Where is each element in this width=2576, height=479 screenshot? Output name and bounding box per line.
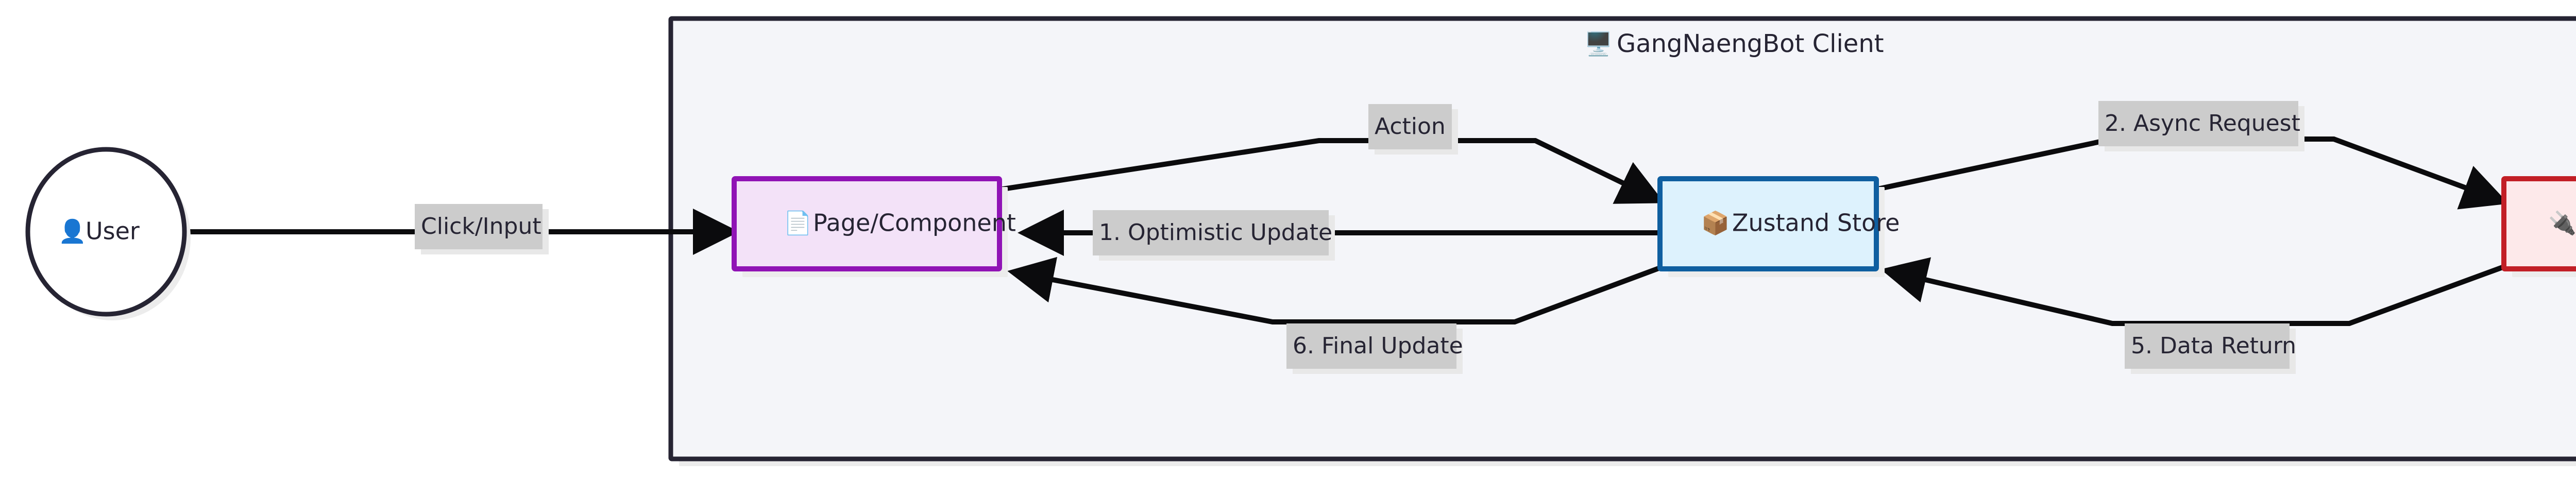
document-icon: 📄 bbox=[784, 210, 812, 236]
edge-label-async-request-text: 2. Async Request bbox=[2105, 110, 2300, 136]
node-page-component-shape[interactable] bbox=[732, 176, 1002, 271]
edge-label-action-text: Action bbox=[1375, 113, 1446, 140]
edge-label-click-input-text: Click/Input bbox=[421, 213, 541, 239]
node-axios-client[interactable]: 🔌 Axios Client bbox=[2501, 176, 2576, 277]
cluster-title-label: GangNaengBot Client bbox=[1617, 29, 1884, 58]
edge-label-optimistic-update-text: 1. Optimistic Update bbox=[1099, 219, 1332, 246]
edge-label-data-return-text: 5. Data Return bbox=[2131, 333, 2296, 359]
user-icon: 👤 bbox=[58, 218, 87, 245]
node-zustand-store-shape[interactable] bbox=[1657, 176, 1879, 271]
package-icon: 📦 bbox=[1701, 210, 1730, 236]
node-zustand-store[interactable]: 📦 Zustand Store bbox=[1657, 176, 1900, 277]
desktop-computer-icon: 🖥️ bbox=[1584, 31, 1613, 57]
node-page-component-label: Page/Component bbox=[813, 209, 1016, 237]
plug-icon: 🔌 bbox=[2548, 210, 2576, 236]
edge-label-final-update: 6. Final Update bbox=[1286, 323, 1463, 374]
node-zustand-store-label: Zustand Store bbox=[1732, 209, 1900, 237]
edge-label-optimistic-update: 1. Optimistic Update bbox=[1093, 210, 1335, 261]
cluster-title-group: 🖥️ GangNaengBot Client bbox=[1584, 29, 1884, 58]
edge-label-final-update-text: 6. Final Update bbox=[1293, 333, 1463, 359]
edge-label-click-input: Click/Input bbox=[415, 204, 549, 254]
edge-store-to-page-final bbox=[1007, 256, 1661, 324]
edge-label-data-return: 5. Data Return bbox=[2125, 323, 2296, 374]
edge-label-async-request: 2. Async Request bbox=[2098, 101, 2304, 151]
node-axios-client-shape[interactable] bbox=[2501, 176, 2576, 271]
node-user[interactable]: 👤 User bbox=[25, 147, 191, 320]
node-user-shape[interactable] bbox=[25, 147, 187, 317]
node-page-component[interactable]: 📄 Page/Component bbox=[732, 176, 1016, 277]
node-user-label: User bbox=[86, 217, 140, 245]
edge-label-action: Action bbox=[1368, 104, 1458, 155]
